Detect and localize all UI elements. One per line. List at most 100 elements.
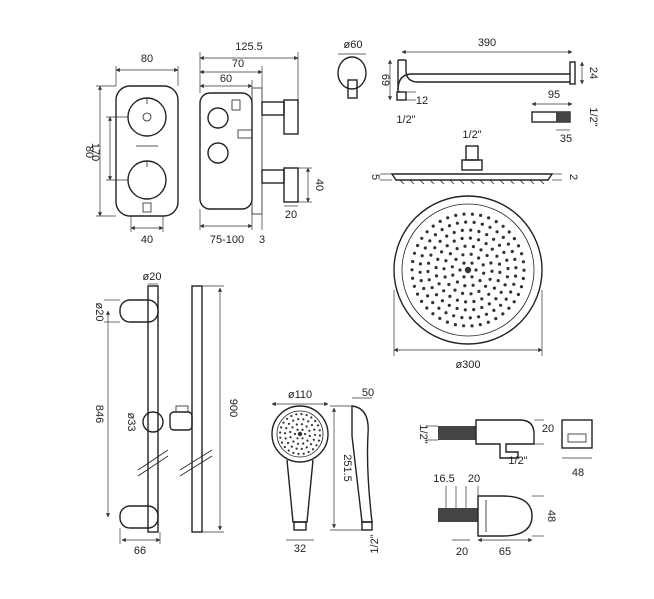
nozzle xyxy=(478,323,482,327)
nozzle xyxy=(291,426,294,429)
nozzle xyxy=(442,267,446,271)
nozzle xyxy=(498,270,502,274)
nozzle xyxy=(451,273,455,277)
handset-side-view: 50 251.5 1/2" xyxy=(330,387,381,554)
nozzle xyxy=(499,290,503,294)
nozzle xyxy=(468,236,472,240)
nozzle xyxy=(485,233,489,237)
nozzle xyxy=(427,278,431,282)
nozzle xyxy=(506,266,510,271)
rail-side-view: 900 xyxy=(169,285,239,533)
nozzle xyxy=(490,269,494,273)
nozzle xyxy=(461,253,465,257)
nozzle xyxy=(452,230,456,235)
nozzle xyxy=(308,429,311,432)
nozzle xyxy=(507,306,511,310)
nozzle xyxy=(509,290,513,294)
nozzle xyxy=(296,442,300,445)
nozzle xyxy=(462,212,466,216)
nozzle xyxy=(520,252,524,256)
nozzle xyxy=(280,426,283,429)
dim-rail-pole-diameter: ø20 xyxy=(143,271,162,283)
nozzle xyxy=(318,429,321,432)
dim-handset-length: 251.5 xyxy=(341,454,353,482)
nozzle xyxy=(307,450,310,454)
nozzle xyxy=(494,297,498,301)
nozzle xyxy=(485,253,489,258)
nozzle xyxy=(292,451,295,454)
nozzle xyxy=(292,440,295,443)
nozzle xyxy=(431,224,435,228)
nozzle xyxy=(505,275,509,279)
dim-valve-outlet-width: 20 xyxy=(285,209,297,221)
nozzle xyxy=(490,247,494,251)
nozzle xyxy=(482,271,486,275)
dim-head-thickness-right: 2 xyxy=(567,174,579,180)
nozzle xyxy=(472,220,476,224)
dim-arm-thread: 12 xyxy=(416,95,428,107)
nozzle xyxy=(455,298,459,302)
dim-elbow-width: 48 xyxy=(572,467,584,479)
nozzle xyxy=(494,317,498,321)
nozzle xyxy=(311,448,315,451)
nozzle xyxy=(497,243,502,247)
nozzle xyxy=(431,312,435,316)
nozzle xyxy=(422,286,426,291)
nozzle xyxy=(453,323,457,327)
nozzle xyxy=(444,311,448,315)
nozzle xyxy=(433,233,437,237)
nozzle xyxy=(429,253,433,257)
nozzle xyxy=(296,437,299,440)
nozzle xyxy=(460,228,464,232)
nozzle xyxy=(471,245,475,249)
nozzle xyxy=(477,238,481,242)
nozzle xyxy=(478,279,482,283)
nozzle xyxy=(309,443,313,446)
nozzle xyxy=(318,434,321,437)
nozzle xyxy=(494,220,498,224)
nozzle xyxy=(480,222,484,226)
nozzle xyxy=(442,289,446,293)
nozzle xyxy=(289,436,292,439)
nozzle xyxy=(420,236,424,240)
nozzle xyxy=(290,414,293,418)
dim-handset-thread: 1/2" xyxy=(369,534,381,553)
nozzle xyxy=(495,254,499,258)
nozzle xyxy=(484,312,489,316)
nozzle xyxy=(440,228,444,232)
dim-rail-slider: ø33 xyxy=(125,413,137,432)
nozzle xyxy=(286,441,290,445)
dim-arm-width: 95 xyxy=(548,89,560,101)
dim-arm-height: 24 xyxy=(587,67,599,79)
nozzle xyxy=(447,282,451,287)
nozzle xyxy=(484,284,488,288)
nozzle xyxy=(445,320,449,324)
nozzle xyxy=(297,418,300,421)
nozzle xyxy=(477,289,481,293)
dim-elbow-thread-bottom: 1/2" xyxy=(508,455,527,467)
nozzle xyxy=(462,275,466,279)
nozzle xyxy=(283,432,287,435)
nozzle xyxy=(474,268,478,272)
nozzle xyxy=(463,244,467,248)
dim-handset-diameter: ø110 xyxy=(288,389,312,401)
nozzle xyxy=(510,249,514,254)
nozzle xyxy=(452,239,456,243)
nozzle xyxy=(513,257,517,261)
nozzle xyxy=(455,306,459,311)
nozzle xyxy=(308,434,311,438)
dim-arm-thread-side: 1/2" xyxy=(587,107,599,126)
nozzle xyxy=(284,437,287,440)
nozzle-center xyxy=(297,431,303,437)
nozzle-pattern xyxy=(410,212,526,328)
nozzle xyxy=(279,436,282,439)
nozzle xyxy=(296,428,299,431)
nozzle xyxy=(521,260,526,264)
nozzle xyxy=(418,270,422,274)
nozzle xyxy=(502,250,506,254)
nozzle xyxy=(426,269,430,274)
nozzle xyxy=(481,263,485,267)
nozzle xyxy=(310,416,313,419)
nozzle xyxy=(480,297,484,301)
nozzle xyxy=(300,413,303,416)
